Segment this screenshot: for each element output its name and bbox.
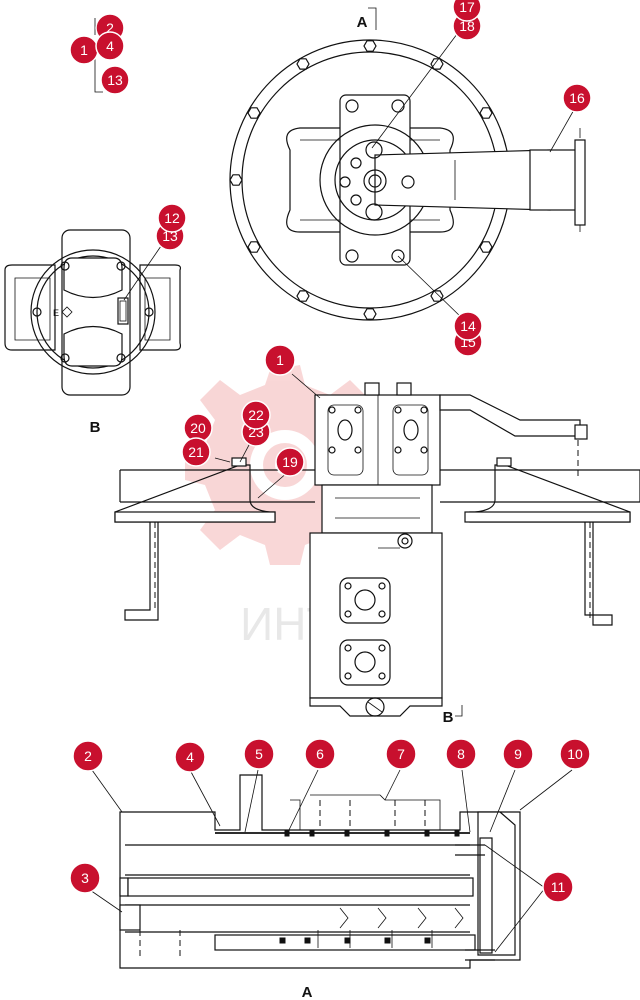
callout-13: 13	[100, 65, 130, 95]
top-view-flange	[229, 7, 586, 321]
section-a-top-label: A	[357, 14, 368, 31]
callout-1-top: 1	[69, 35, 99, 65]
section-a-bottom-label: A	[302, 984, 313, 1000]
callout-8: 8	[445, 738, 477, 770]
flange-bolt-icon	[430, 290, 444, 302]
callout-7: 7	[385, 738, 417, 770]
view-b-arrow-label: B	[443, 709, 454, 726]
callout-4-top: 4	[95, 31, 125, 61]
leader-lines	[89, 21, 576, 953]
svg-text:22: 22	[248, 407, 264, 423]
middle-side-view	[114, 382, 640, 717]
callout-12: 12	[157, 203, 187, 233]
svg-text:16: 16	[569, 90, 585, 106]
callout-2-section: 2	[72, 740, 104, 772]
flange-bolt-icon	[247, 241, 261, 253]
flange-bolt-icon	[363, 40, 377, 52]
svg-text:20: 20	[190, 420, 206, 436]
svg-text:1: 1	[80, 42, 88, 58]
flange-bolt-icon	[479, 107, 493, 119]
callout-bracket-top-left	[94, 18, 103, 93]
flange-bolt-icon	[247, 107, 261, 119]
svg-text:6: 6	[316, 746, 324, 762]
callout-11: 11	[542, 871, 574, 903]
callout-21: 21	[181, 437, 211, 467]
svg-text:2: 2	[84, 748, 92, 764]
callout-14: 14	[453, 311, 483, 341]
svg-text:7: 7	[397, 746, 405, 762]
callout-6: 6	[304, 738, 336, 770]
svg-text:11: 11	[551, 879, 566, 895]
callout-17: 17	[452, 0, 482, 22]
callout-19: 19	[275, 447, 305, 477]
flange-bolt-icon	[430, 58, 444, 70]
svg-text:10: 10	[567, 746, 583, 762]
svg-text:5: 5	[255, 746, 263, 762]
flange-bolt-icon	[479, 241, 493, 253]
svg-text:8: 8	[457, 746, 465, 762]
svg-text:14: 14	[460, 318, 476, 334]
callout-10: 10	[559, 738, 591, 770]
callout-16: 16	[562, 83, 592, 113]
callout-5: 5	[243, 738, 275, 770]
detail-mark-e: E	[53, 308, 59, 318]
flange-bolt-icon	[296, 290, 310, 302]
callout-22: 22	[241, 400, 271, 430]
svg-text:21: 21	[188, 444, 204, 460]
svg-text:4: 4	[106, 38, 114, 54]
svg-text:1: 1	[276, 352, 284, 368]
svg-text:13: 13	[107, 72, 123, 88]
callout-3: 3	[69, 862, 101, 894]
flange-bolt-icon	[229, 174, 243, 186]
callout-20: 20	[183, 413, 213, 443]
view-b-label: B	[90, 419, 101, 436]
svg-text:9: 9	[514, 746, 522, 762]
svg-text:12: 12	[164, 210, 180, 226]
callout-4-section: 4	[174, 741, 206, 773]
flange-bolt-icon	[363, 308, 377, 320]
svg-text:18: 18	[459, 18, 475, 34]
section-a-view	[119, 774, 521, 969]
svg-text:17: 17	[459, 0, 475, 15]
svg-text:4: 4	[186, 749, 194, 765]
callout-9: 9	[502, 738, 534, 770]
svg-text:3: 3	[81, 870, 89, 886]
view-b-housing: E	[4, 229, 182, 396]
svg-text:19: 19	[282, 454, 298, 470]
flange-bolt-icon	[296, 58, 310, 70]
callout-1-mid: 1	[264, 344, 296, 376]
svg-text:2: 2	[106, 20, 114, 36]
